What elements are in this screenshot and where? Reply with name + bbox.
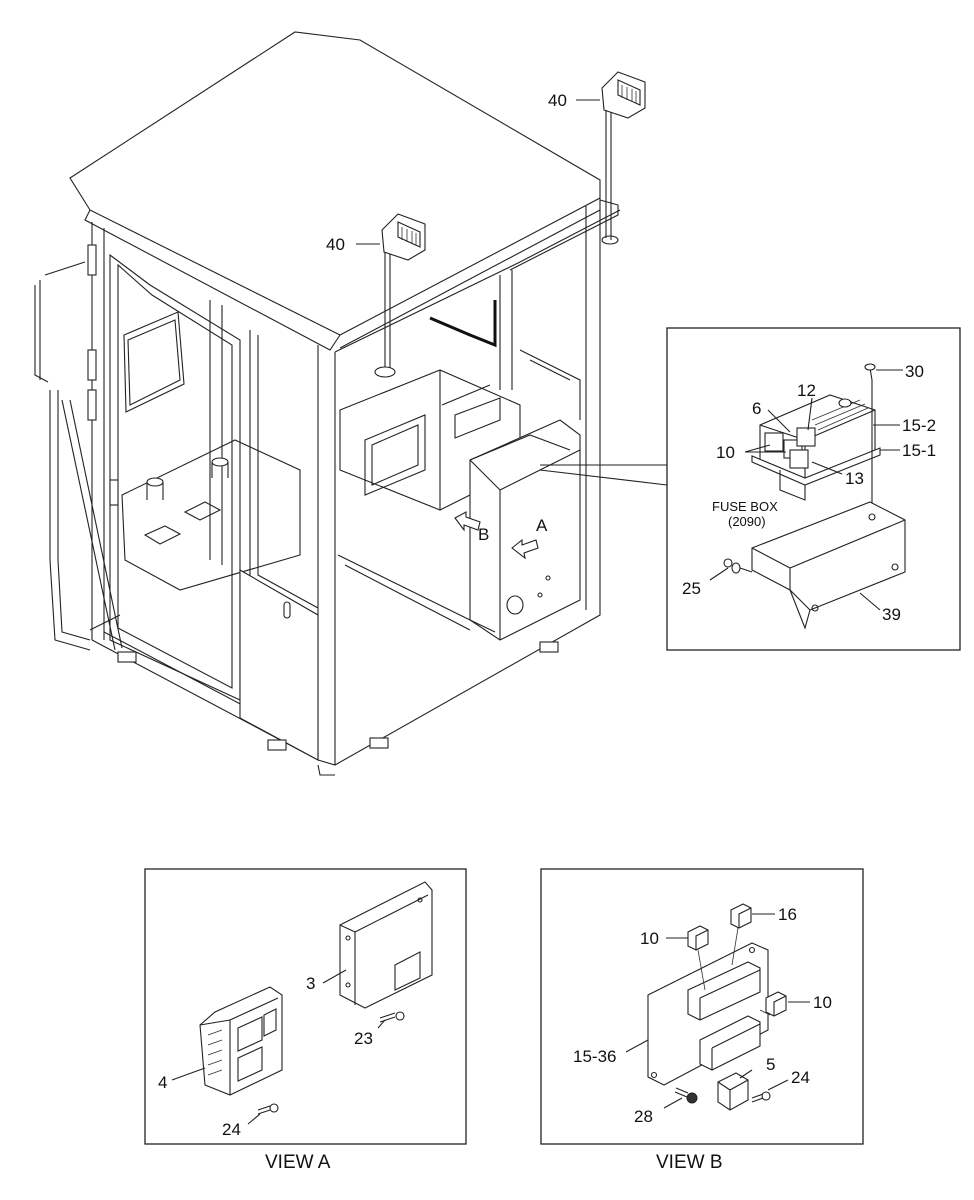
fuse-box-detail: 30 12 6 15-2 10 15-1 13 FUSE BOX (2090) <box>539 327 961 651</box>
label-40-front: 40 <box>326 235 345 254</box>
label-15-2: 15-2 <box>902 416 936 435</box>
caption-view-a: VIEW A <box>265 1152 331 1173</box>
work-lamp-front: 40 <box>326 213 426 378</box>
label-4: 4 <box>158 1073 167 1092</box>
label-30: 30 <box>905 362 924 381</box>
label-10-view-b-top: 10 <box>640 929 659 948</box>
label-arrow-b: B <box>478 525 489 544</box>
label-24-view-b: 24 <box>791 1068 810 1087</box>
label-3: 3 <box>306 974 315 993</box>
label-10-fuse: 10 <box>716 443 735 462</box>
label-6: 6 <box>752 399 761 418</box>
label-15-36: 15-36 <box>573 1047 616 1066</box>
label-15-1: 15-1 <box>902 441 936 460</box>
label-fuse-box: FUSE BOX <box>712 499 778 514</box>
label-24-view-a: 24 <box>222 1120 241 1139</box>
view-a-panel: 3 23 4 24 <box>144 868 467 1145</box>
label-fuse-box-code: (2090) <box>728 514 766 529</box>
label-arrow-a: A <box>536 516 548 535</box>
label-28: 28 <box>634 1107 653 1126</box>
cab-assembly <box>34 31 621 776</box>
direction-arrows: B A <box>454 511 548 560</box>
label-10-view-b-right: 10 <box>813 993 832 1012</box>
label-5: 5 <box>766 1055 775 1074</box>
label-16: 16 <box>778 905 797 924</box>
label-25: 25 <box>682 579 701 598</box>
label-13: 13 <box>845 469 864 488</box>
label-23: 23 <box>354 1029 373 1048</box>
label-40-rear: 40 <box>548 91 567 110</box>
work-lamp-rear: 40 <box>548 71 646 240</box>
label-12: 12 <box>797 381 816 400</box>
view-b-panel: 10 16 10 15-36 5 24 28 <box>540 868 864 1145</box>
caption-view-b: VIEW B <box>656 1152 723 1173</box>
label-39: 39 <box>882 605 901 624</box>
